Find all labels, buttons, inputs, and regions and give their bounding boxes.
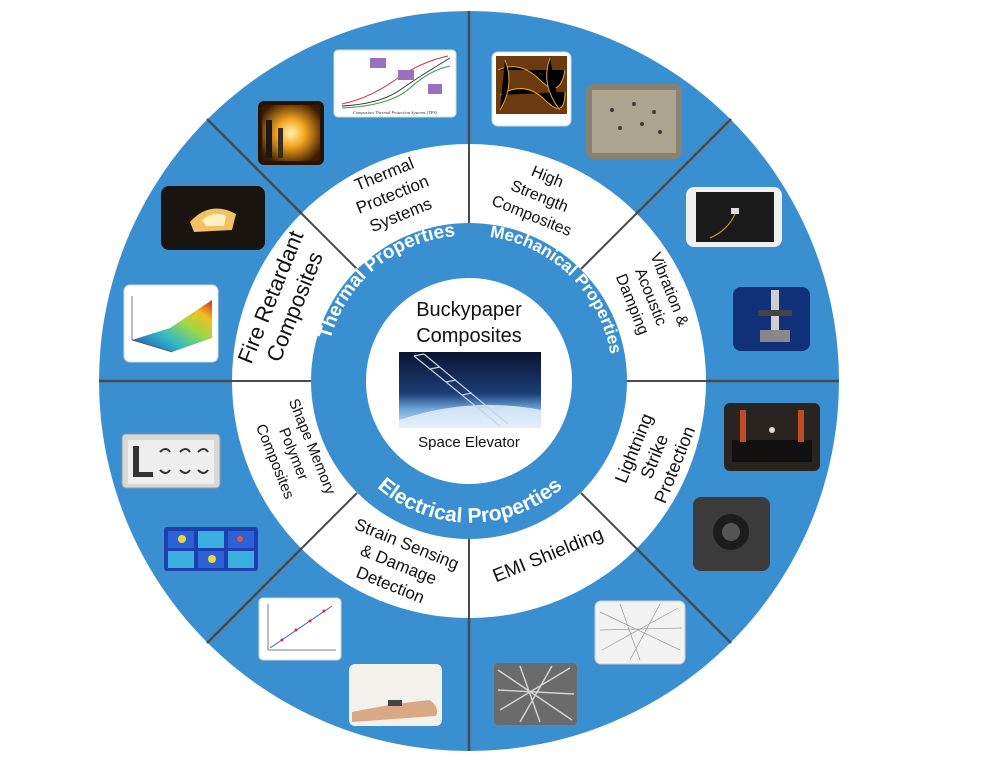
fiber-mesh-photo [594,600,686,665]
surface-plot-thumbnail [123,284,219,363]
space-elevator-image [399,352,541,428]
lightning-damage-photo [693,497,770,571]
center-title-line1: Buckypaper [416,299,522,321]
svg-text:Composites Thermal Protection: Composites Thermal Protection Systems (T… [353,110,438,115]
heatmap-panels-thumbnail [164,527,258,571]
shape-memory-photo [121,433,221,489]
flame-panel-photo [161,186,265,250]
fire-test-photo [258,101,324,165]
composite-panel-photo [586,84,682,159]
center-image-caption: Space Elevator [418,434,520,451]
wrist-sensor-photo [349,664,442,726]
lightning-test-rig-photo [724,403,820,471]
dividers [99,11,839,751]
center-title-line2: Composites [416,325,522,347]
nanotube-microscopy-photo [491,51,572,127]
sensor-panel-photo [686,187,782,247]
vibration-equipment-photo [733,287,810,351]
sem-fibers-photo [494,663,577,725]
strain-sensing-chart [258,597,342,661]
application-dividers [232,144,706,618]
tps-chart-thumbnail: Composites Thermal Protection Systems (T… [333,49,457,118]
